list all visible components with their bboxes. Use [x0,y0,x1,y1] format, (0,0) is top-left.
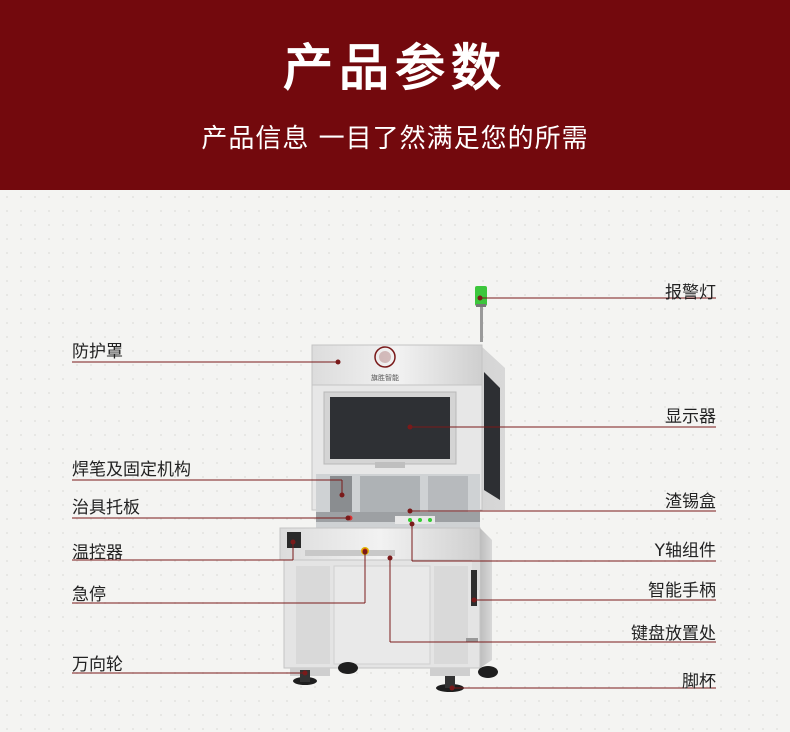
label-soldering-pen-mount: 焊笔及固定机构 [72,460,191,480]
label-dross-box: 渣锡盒 [665,492,716,512]
cabinet [279,527,492,669]
wheels-and-feet [290,662,498,692]
page-title: 产品参数 [283,39,507,97]
header-banner: 产品参数 产品信息 一目了然满足您的所需 [0,0,790,190]
label-leveling-foot: 脚杯 [682,672,716,692]
label-caster-wheel: 万向轮 [72,655,123,675]
logo-seal: 旗胜智能 [371,346,399,382]
label-emergency-stop: 急停 [72,585,106,605]
page-subtitle: 产品信息 一目了然满足您的所需 [201,124,589,154]
label-smart-handle: 智能手柄 [648,581,716,601]
work-area [316,474,480,530]
label-monitor: 显示器 [665,407,716,427]
label-temperature-controller: 温控器 [72,543,123,563]
label-protective-cover: 防护罩 [72,342,123,362]
logo-text: 旗胜智能 [371,373,399,382]
label-alarm-light: 报警灯 [665,283,716,303]
alarm-light [475,286,487,342]
label-fixture-pallet: 治具托板 [72,498,140,518]
label-keyboard-tray: 键盘放置处 [631,624,716,644]
leader-lines [72,295,716,691]
monitor-screen [323,391,457,468]
label-y-axis-assembly: Y轴组件 [654,541,716,561]
